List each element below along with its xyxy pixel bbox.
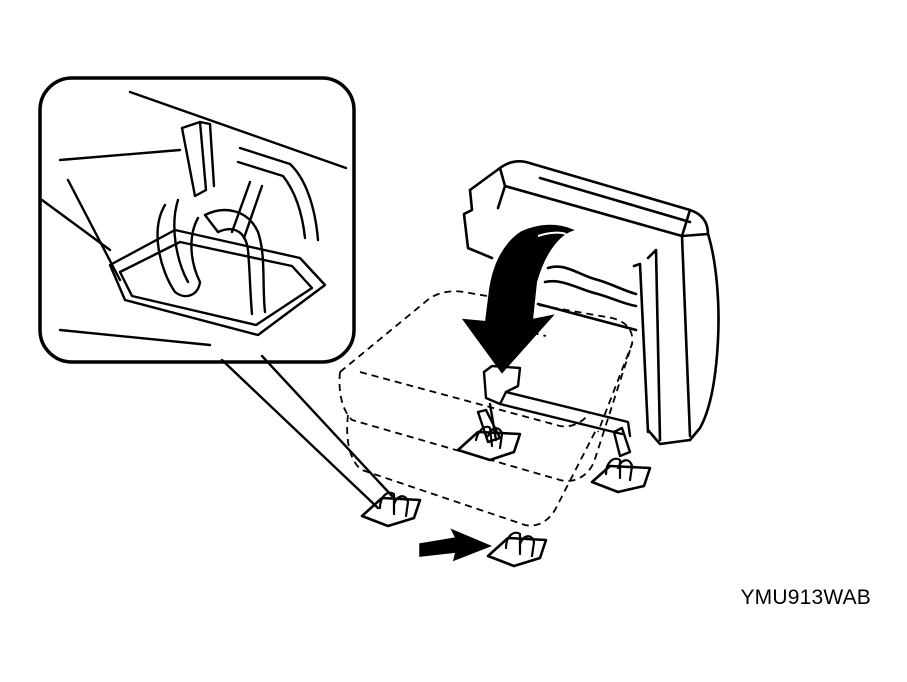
seat-leg-brackets xyxy=(476,364,632,458)
hook-detail-inset xyxy=(38,76,394,510)
seat-back xyxy=(462,159,720,446)
floor-hook-rear-left xyxy=(456,425,522,462)
floor-hook-front-left xyxy=(360,491,422,528)
floor-hook-rear-right xyxy=(590,457,652,494)
floor-hook-front-right xyxy=(486,531,548,568)
fold-direction-arrow-icon xyxy=(461,224,575,374)
slide-direction-arrow-icon xyxy=(419,528,492,562)
figure-code: YMU913WAB xyxy=(740,586,871,609)
